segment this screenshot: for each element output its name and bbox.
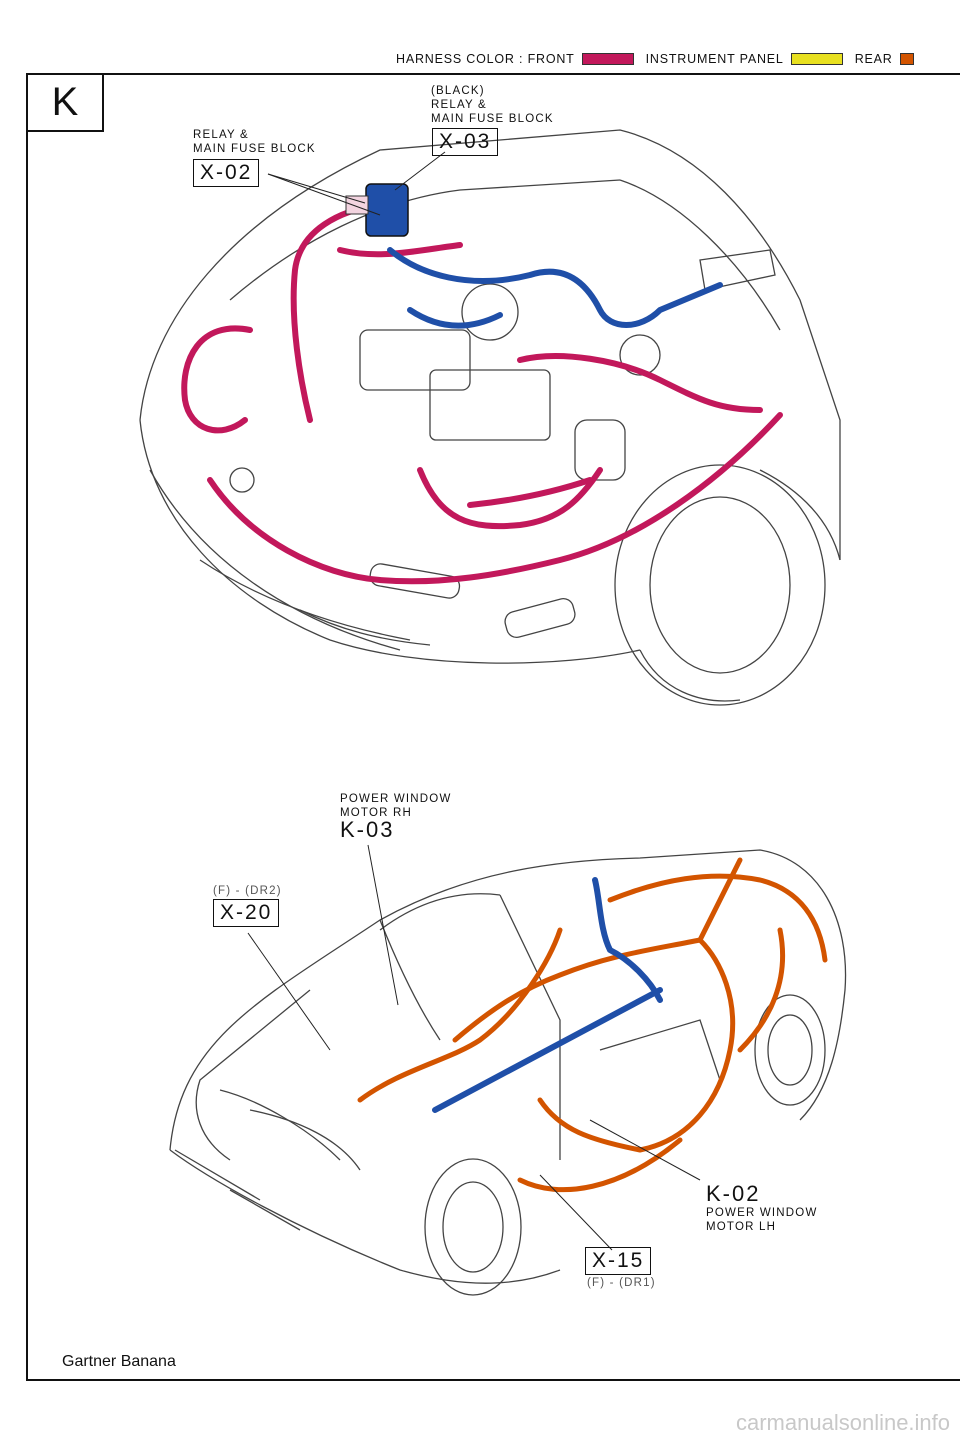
- blue-harness-top: [387, 247, 723, 329]
- x03-label-line2: MAIN FUSE BLOCK: [431, 113, 554, 125]
- x03-note: (BLACK): [431, 85, 485, 97]
- page-frame: [26, 73, 960, 1381]
- legend-instrument-panel: INSTRUMENT PANEL: [645, 52, 784, 66]
- cabin-car-outline: [169, 849, 847, 1296]
- k03-code: K-03: [340, 817, 395, 842]
- relay-main-fuse-block-x02: [345, 195, 369, 215]
- x03-code: X-03: [432, 128, 499, 156]
- x02-code: X-02: [193, 159, 260, 187]
- k03-label-line2: MOTOR RH: [340, 807, 412, 819]
- blue-harness-cabin: [432, 877, 663, 1113]
- k02-label-line2: MOTOR LH: [706, 1221, 777, 1233]
- instrument-panel-color-swatch: [790, 53, 843, 65]
- x03-label-line1: RELAY &: [431, 99, 487, 111]
- x20-note: (F) - (DR2): [213, 885, 282, 897]
- legend-title: HARNESS COLOR : FRONT: [396, 52, 575, 66]
- legend-rear: REAR: [854, 52, 893, 66]
- top-leader-lines: [267, 151, 446, 216]
- page-letter: K: [28, 75, 104, 132]
- harness-color-legend: HARNESS COLOR : FRONT INSTRUMENT PANEL R…: [396, 52, 914, 66]
- rear-harness-cabin: [357, 857, 828, 1193]
- k02-label-line1: POWER WINDOW: [706, 1207, 818, 1219]
- x15-code: X-15: [585, 1247, 652, 1275]
- rear-color-swatch: [899, 53, 914, 65]
- x20-code: X-20: [213, 899, 280, 927]
- footer-text: Gartner Banana: [62, 1353, 176, 1370]
- x02-label-line2: MAIN FUSE BLOCK: [193, 143, 316, 155]
- x02-label-line1: RELAY &: [193, 129, 249, 141]
- relay-main-fuse-block-x03: [365, 183, 409, 237]
- k03-label-line1: POWER WINDOW: [340, 793, 452, 805]
- watermark: carmanualsonline.info: [736, 1410, 951, 1435]
- front-harness-top: [181, 202, 783, 585]
- engine-bay-car-outline: [139, 129, 841, 706]
- k02-code: K-02: [706, 1181, 761, 1206]
- bottom-leader-lines: [247, 844, 701, 1251]
- x15-note: (F) - (DR1): [587, 1277, 656, 1289]
- front-color-swatch: [581, 53, 634, 65]
